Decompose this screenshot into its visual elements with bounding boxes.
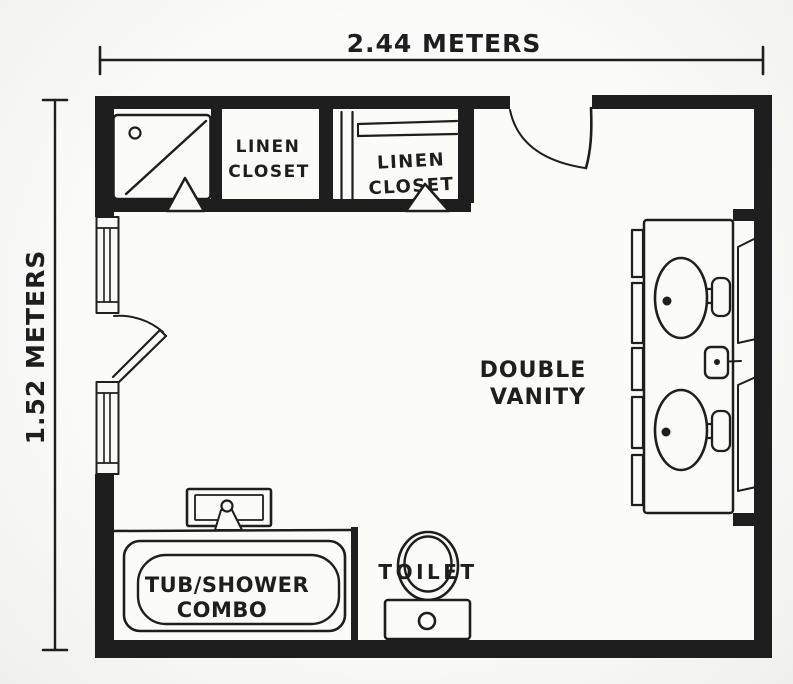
sink-upper [653, 256, 732, 340]
vanity-drawer [630, 281, 645, 345]
tub-shower-label-line1: TUB/SHOWER [145, 573, 309, 597]
side-door [111, 314, 168, 384]
toilet-flush-button-icon [417, 611, 437, 631]
window-frame [95, 216, 120, 314]
toilet-bowl-inner [403, 535, 453, 593]
tub-faucet-fixture [185, 487, 273, 531]
tub-basin [136, 553, 341, 626]
vanity-drawer [630, 228, 645, 279]
closet2-door-notch [404, 182, 451, 213]
sink-basin-icon [653, 256, 709, 340]
sink-lower [653, 388, 732, 472]
window-lower [95, 381, 120, 475]
tub-shower-combo: TUB/SHOWER COMBO [111, 487, 354, 633]
width-dimension-label: 2.44 METERS [347, 29, 542, 58]
vanity-mirror-lower [737, 376, 757, 492]
sink-basin-icon [653, 388, 709, 472]
vanity-drawer [630, 453, 645, 507]
wall-partition-closets [319, 104, 333, 203]
sink-drain-icon [661, 427, 671, 437]
linen-closet-2: LINEN CLOSET [340, 110, 459, 213]
wall-left-lower [95, 474, 114, 658]
linen-closet-2-label-line1: LINEN [377, 149, 446, 174]
entry-door [509, 106, 593, 170]
shower-head-icon [128, 126, 142, 140]
shower-door-notch [165, 176, 206, 213]
top-dimension: 2.44 METERS [98, 29, 765, 76]
toilet-label: TOILET [378, 560, 477, 584]
wall-bottom [95, 640, 772, 658]
soap-dispenser [703, 345, 742, 380]
linen-closet-1: LINEN CLOSET [228, 137, 310, 182]
tub-faucet-icon [220, 499, 234, 513]
left-dimension: 1.52 METERS [21, 98, 69, 652]
double-vanity: DOUBLE VANITY [480, 218, 757, 515]
shower-stall [112, 113, 212, 213]
wall-right [754, 95, 772, 658]
entry-door-leaf [584, 106, 593, 170]
wall-vanity-stub-top [733, 209, 758, 221]
faucet-icon [710, 409, 732, 453]
side-door-leaf-tip [158, 328, 168, 338]
tub-shower-label-line2: COMBO [177, 598, 268, 622]
wall-closet2-right [458, 104, 474, 203]
double-vanity-label-line2: VANITY [490, 385, 586, 410]
wall-top-right [592, 95, 772, 109]
linen-closet-1-label-line2: CLOSET [228, 162, 310, 182]
linen-closet-2-label-line2: CLOSET [368, 174, 455, 199]
side-door-leaf-edge-1 [111, 328, 162, 379]
toilet: TOILET [378, 530, 477, 641]
wall-vanity-stub-bottom [733, 513, 758, 526]
wall-partition-shower-closet [211, 104, 222, 203]
wall-tub-divider [351, 527, 358, 643]
walls [95, 95, 772, 658]
closet2-shelf-line-1 [356, 119, 459, 126]
shower-pan [112, 113, 212, 201]
vanity-drawer [630, 346, 645, 392]
double-vanity-label-line1: DOUBLE [480, 358, 587, 383]
side-door-leaf-edge-2 [117, 334, 168, 384]
closet2-shelf-line-2 [356, 132, 459, 138]
entry-door-swing-arc [509, 109, 586, 169]
wall-top-left [95, 96, 510, 109]
window-upper [95, 216, 120, 314]
soap-dispenser-dot [714, 359, 720, 365]
vanity-drawer [630, 395, 645, 450]
window-frame [95, 381, 120, 475]
height-dimension-label: 1.52 METERS [21, 250, 50, 445]
faucet-icon [710, 276, 732, 318]
tub-rim [122, 539, 347, 633]
linen-closet-1-label-line1: LINEN [236, 137, 301, 157]
wall-left-upper [95, 96, 114, 217]
sink-drain-icon [662, 296, 672, 306]
vanity-mirror-upper [737, 237, 757, 344]
shower-diagonal [124, 119, 208, 196]
